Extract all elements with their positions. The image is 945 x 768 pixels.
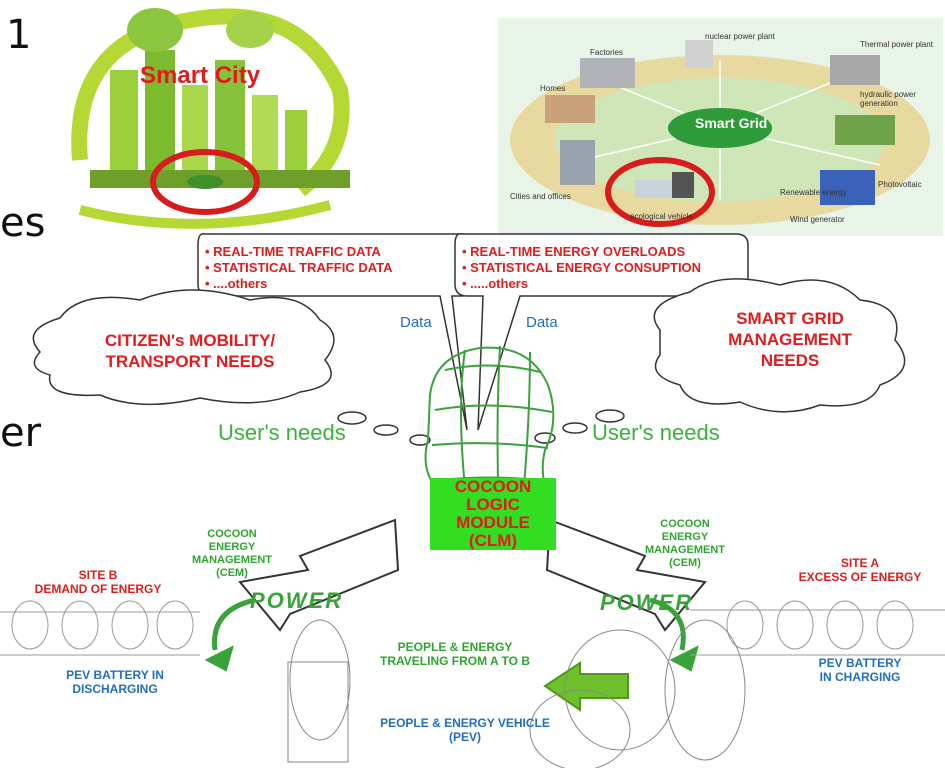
- pev-right-line1: PEV BATTERY: [818, 656, 902, 670]
- site-a-line2: EXCESS OF ENERGY: [798, 570, 922, 584]
- bubble-left-item: REAL-TIME TRAFFIC DATA: [205, 244, 393, 260]
- fragment-es: es: [0, 200, 46, 246]
- bubble-right-item: REAL-TIME ENERGY OVERLOADS: [462, 244, 701, 260]
- cem-left-line1: COCOON: [207, 528, 257, 540]
- users-needs-right: User's needs: [592, 420, 720, 445]
- pev-battery-charging: PEV BATTERY IN CHARGING: [800, 656, 920, 684]
- bubble-right-item: .....others: [462, 276, 701, 292]
- smart-city-title: Smart City: [140, 62, 261, 89]
- cem-right-label: COCOON ENERGY MANAGEMENT (CEM): [630, 518, 740, 570]
- smart-grid-label-renewable: Renewable energy: [780, 188, 847, 197]
- flow-arrows: [238, 518, 707, 712]
- travel-line1: PEOPLE & ENERGY: [397, 640, 513, 654]
- smart-grid-label-wind: Wind generator: [790, 215, 845, 224]
- pev-battery-discharging: PEV BATTERY IN DISCHARGING: [45, 668, 185, 696]
- smart-grid-needs-line1: SMART GRID: [736, 309, 844, 328]
- power-label-right: POWER: [600, 590, 694, 615]
- bubble-left-list: REAL-TIME TRAFFIC DATA STATISTICAL TRAFF…: [205, 244, 393, 292]
- cem-right-line3: MANAGEMENT: [644, 544, 726, 556]
- smart-grid-center-label: Smart Grid: [695, 115, 768, 131]
- data-label-right: Data: [526, 314, 558, 331]
- bubble-left-item: ....others: [205, 276, 393, 292]
- smart-grid-label-hydraulic: hydraulic power generation: [860, 90, 917, 108]
- vehicle-line1: PEOPLE & ENERGY VEHICLE: [380, 716, 550, 730]
- travel-line2: TRAVELING FROM A TO B: [380, 654, 530, 668]
- clm-line3: (CLM): [468, 531, 518, 550]
- bubble-left-item: STATISTICAL TRAFFIC DATA: [205, 260, 392, 276]
- vehicle-sketches: [287, 619, 746, 768]
- pev-right-line2: IN CHARGING: [819, 670, 901, 684]
- smart-grid-label-ecological: ecological vehicle: [630, 212, 693, 221]
- smart-grid-needs-line2: MANAGEMENT: [728, 330, 852, 349]
- pev-left-line1: PEV BATTERY IN: [66, 668, 164, 682]
- thought-clouds: [32, 278, 906, 446]
- fragment-1: 1: [6, 12, 32, 58]
- data-label-left: Data: [400, 314, 432, 331]
- smart-grid-label-homes: Homes: [540, 84, 566, 93]
- clm-label: COCOON LOGIC MODULE (CLM): [430, 478, 556, 550]
- cem-left-line2: ENERGY: [208, 541, 256, 553]
- smart-grid-label-photovoltaic: Photovoltaic: [878, 180, 922, 189]
- vehicle-line2: (PEV): [448, 730, 481, 744]
- site-a-line1: SITE A: [840, 556, 880, 570]
- vehicle-label: PEOPLE & ENERGY VEHICLE (PEV): [360, 716, 570, 744]
- clm-line2: LOGIC MODULE: [456, 495, 530, 532]
- cem-left-line3: MANAGEMENT: [191, 554, 273, 566]
- site-a-label: SITE A EXCESS OF ENERGY: [780, 556, 940, 584]
- citizen-mobility-needs: CITIZEN's MOBILITY/ TRANSPORT NEEDS: [70, 330, 310, 372]
- site-b-line1: SITE B: [78, 568, 118, 582]
- fragment-er: er: [0, 410, 42, 456]
- smart-grid-needs-line3: NEEDS: [760, 351, 820, 370]
- smart-grid-label-factories: Factories: [590, 48, 623, 57]
- travel-label: PEOPLE & ENERGY TRAVELING FROM A TO B: [365, 640, 545, 668]
- smart-city-illustration: [60, 0, 380, 232]
- users-needs-left: User's needs: [218, 420, 346, 445]
- smart-grid-management-needs: SMART GRID MANAGEMENT NEEDS: [690, 308, 890, 371]
- citizen-mobility-line1: CITIZEN's MOBILITY/: [104, 331, 276, 350]
- cem-left-line4: (CEM): [216, 567, 248, 579]
- cem-right-line4: (CEM): [669, 557, 701, 569]
- cem-right-line2: ENERGY: [661, 531, 709, 543]
- site-b-label: SITE B DEMAND OF ENERGY: [8, 568, 188, 596]
- power-cables: [204, 597, 699, 672]
- citizen-mobility-line2: TRANSPORT NEEDS: [105, 352, 275, 371]
- tree-lines: [0, 600, 945, 656]
- pev-left-line2: DISCHARGING: [72, 682, 158, 696]
- power-label-left: POWER: [250, 588, 344, 613]
- clm-line1: COCOON: [454, 477, 532, 496]
- smart-grid-label-thermal: Thermal power plant: [860, 40, 933, 49]
- smart-grid-illustration: [498, 18, 943, 236]
- smart-grid-label-cities: Cities and offices: [510, 192, 571, 201]
- cem-right-line1: COCOON: [660, 518, 710, 530]
- bubble-right-item: STATISTICAL ENERGY CONSUPTION: [462, 260, 701, 276]
- cem-left-label: COCOON ENERGY MANAGEMENT (CEM): [182, 528, 282, 580]
- bubble-right-list: REAL-TIME ENERGY OVERLOADS STATISTICAL E…: [462, 244, 701, 292]
- smart-grid-label-nuclear: nuclear power plant: [705, 32, 775, 41]
- site-b-line2: DEMAND OF ENERGY: [34, 582, 162, 596]
